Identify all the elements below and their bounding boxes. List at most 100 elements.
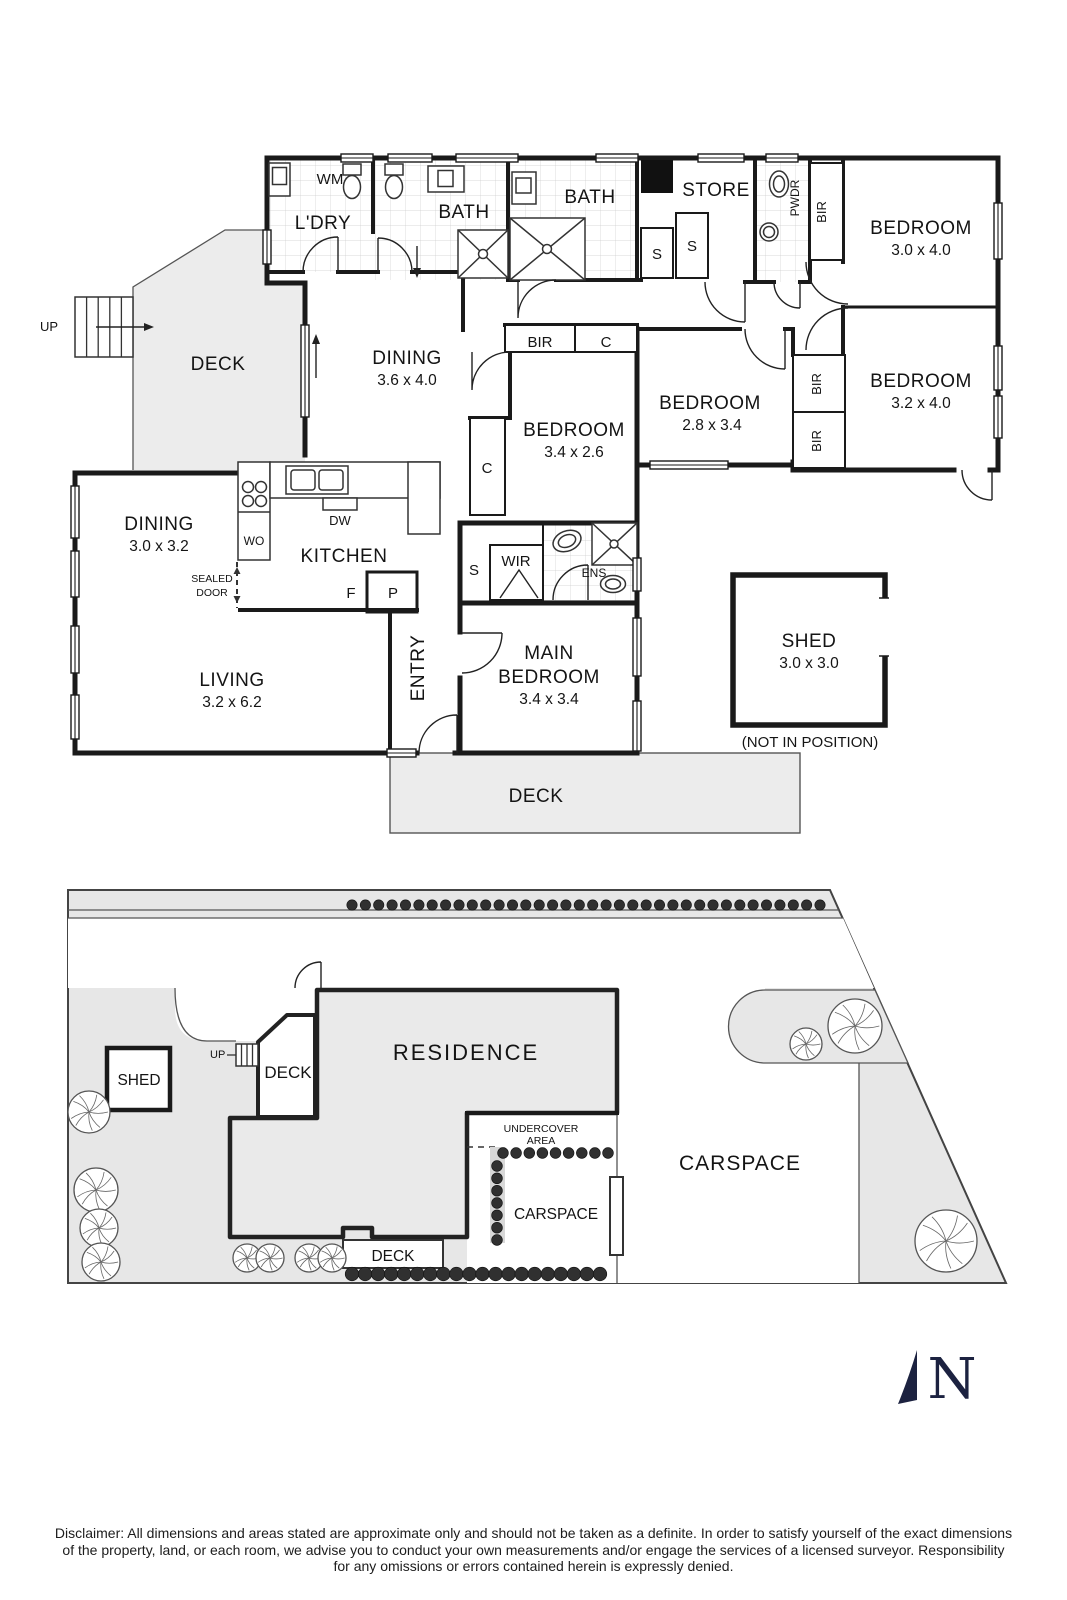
dims-bed3: 2.8 x 3.4 xyxy=(682,417,742,434)
dims-shed: 3.0 x 3.0 xyxy=(779,655,839,672)
windows xyxy=(70,153,1003,758)
stairs-arrow xyxy=(96,323,154,331)
label-main2: BEDROOM xyxy=(498,667,600,688)
label-bath1: BATH xyxy=(438,202,489,223)
site-label-undercover2: AREA xyxy=(527,1135,556,1147)
label-p: P xyxy=(388,585,398,602)
label-dining1: DINING xyxy=(372,348,442,369)
disclaimer-text: Disclaimer: All dimensions and areas sta… xyxy=(14,1525,1053,1575)
north-arrow-icon xyxy=(898,1350,917,1404)
ensuite-fixtures xyxy=(552,522,638,594)
toilet xyxy=(384,174,404,200)
dims-dining2: 3.0 x 3.2 xyxy=(129,538,188,555)
site-label-residence: RESIDENCE xyxy=(393,1040,539,1065)
hedge-undercover-v xyxy=(491,1160,503,1246)
label-dining2: DINING xyxy=(124,514,194,535)
label-deck-bottom: DECK xyxy=(509,786,564,807)
north-label: N xyxy=(928,1347,977,1412)
label-bed2: BEDROOM xyxy=(870,371,972,392)
site-label-deck: DECK xyxy=(264,1063,312,1082)
hedge-front xyxy=(346,899,826,911)
dims-bed1: 3.0 x 4.0 xyxy=(891,242,951,259)
label-bir3: BIR xyxy=(809,430,824,452)
hedge-rear xyxy=(344,1266,608,1282)
label-up: UP xyxy=(40,319,58,334)
gate xyxy=(609,1176,624,1256)
slider-arrow xyxy=(312,246,421,378)
basin xyxy=(599,574,627,594)
label-sealed1: SEALED xyxy=(191,573,233,585)
label-c2: C xyxy=(482,460,493,477)
deck-top-edge xyxy=(132,229,267,470)
label-bed4: BEDROOM xyxy=(523,420,625,441)
doors xyxy=(302,236,993,754)
disclaimer-line-3: for any omissions or errors contained he… xyxy=(333,1558,734,1574)
dims-dining1: 3.6 x 4.0 xyxy=(377,372,437,389)
site-shed xyxy=(104,1045,173,1113)
site-plan: SHED UP DECK RESIDENCE UNDERCOVER AREA C… xyxy=(67,889,1008,1284)
label-wir: WIR xyxy=(501,553,530,570)
hedge-undercover-h xyxy=(497,1147,614,1159)
label-kitchen: KITCHEN xyxy=(301,546,388,567)
wet-area-fixtures xyxy=(268,162,790,594)
label-bed3: BEDROOM xyxy=(659,393,761,414)
floor-plan-labels: WM L'DRY BATH BATH STORE PWDR BIR S S BE… xyxy=(40,171,972,807)
label-bir2: BIR xyxy=(809,373,824,395)
label-ens: ENS xyxy=(582,566,607,580)
deck-bottom-fill xyxy=(389,752,801,834)
cooktop xyxy=(241,480,268,508)
site-label-deck-bottom: DECK xyxy=(371,1248,415,1265)
powder-fixtures xyxy=(759,170,790,242)
shower xyxy=(509,217,586,281)
label-wm: WM xyxy=(317,171,344,188)
label-pwdr: PWDR xyxy=(788,179,802,216)
label-deck-top: DECK xyxy=(191,354,246,375)
label-living: LIVING xyxy=(199,670,264,691)
label-s3: S xyxy=(469,562,479,579)
floor-plan: WM L'DRY BATH BATH STORE PWDR BIR S S BE… xyxy=(40,153,1003,834)
disclaimer-line-1: Disclaimer: All dimensions and areas sta… xyxy=(54,1525,1013,1541)
dims-bed2: 3.2 x 4.0 xyxy=(891,395,951,412)
label-ldry: L'DRY xyxy=(295,213,351,234)
label-s1: S xyxy=(652,246,662,263)
label-bir1: BIR xyxy=(814,201,829,223)
label-bed1: BEDROOM xyxy=(870,218,972,239)
duct xyxy=(641,160,673,193)
label-entry: ENTRY xyxy=(408,635,429,702)
site-gate-door xyxy=(294,961,322,989)
trees xyxy=(67,998,978,1282)
site-label-undercover1: UNDERCOVER xyxy=(504,1123,579,1135)
site-deck xyxy=(256,1013,317,1119)
label-shed: SHED xyxy=(782,631,837,652)
north-compass: N xyxy=(898,1347,977,1412)
kitchen-fixtures xyxy=(233,461,441,608)
label-main1: MAIN xyxy=(524,643,574,664)
site-stairs xyxy=(235,1043,259,1067)
label-dw: DW xyxy=(329,513,351,528)
label-shed-note: (NOT IN POSITION) xyxy=(742,734,878,751)
disclaimer-line-2: of the property, land, or each room, we … xyxy=(62,1541,1005,1558)
site-label-shed: SHED xyxy=(117,1072,160,1089)
shed-plan xyxy=(730,572,890,728)
label-f: F xyxy=(346,585,355,602)
dims-living: 3.2 x 6.2 xyxy=(202,694,261,711)
dims-bed4: 3.4 x 2.6 xyxy=(544,444,603,461)
toilet xyxy=(342,174,362,200)
washing-machine xyxy=(268,162,291,197)
wir-folding-door xyxy=(499,568,539,599)
carspace-area xyxy=(617,988,859,1283)
deck-top-fill xyxy=(133,230,305,470)
closets xyxy=(365,160,846,614)
shower xyxy=(457,229,509,279)
label-bir4: BIR xyxy=(527,334,552,351)
label-sealed2: DOOR xyxy=(196,587,228,599)
side-path xyxy=(175,988,317,1041)
label-c1: C xyxy=(601,334,612,351)
front-path xyxy=(68,918,874,988)
site-label-carspace-large: CARSPACE xyxy=(679,1152,801,1175)
site-labels: SHED UP DECK RESIDENCE UNDERCOVER AREA C… xyxy=(117,1040,801,1265)
site-label-up: UP xyxy=(210,1049,225,1061)
dims-main: 3.4 x 3.4 xyxy=(519,691,579,708)
